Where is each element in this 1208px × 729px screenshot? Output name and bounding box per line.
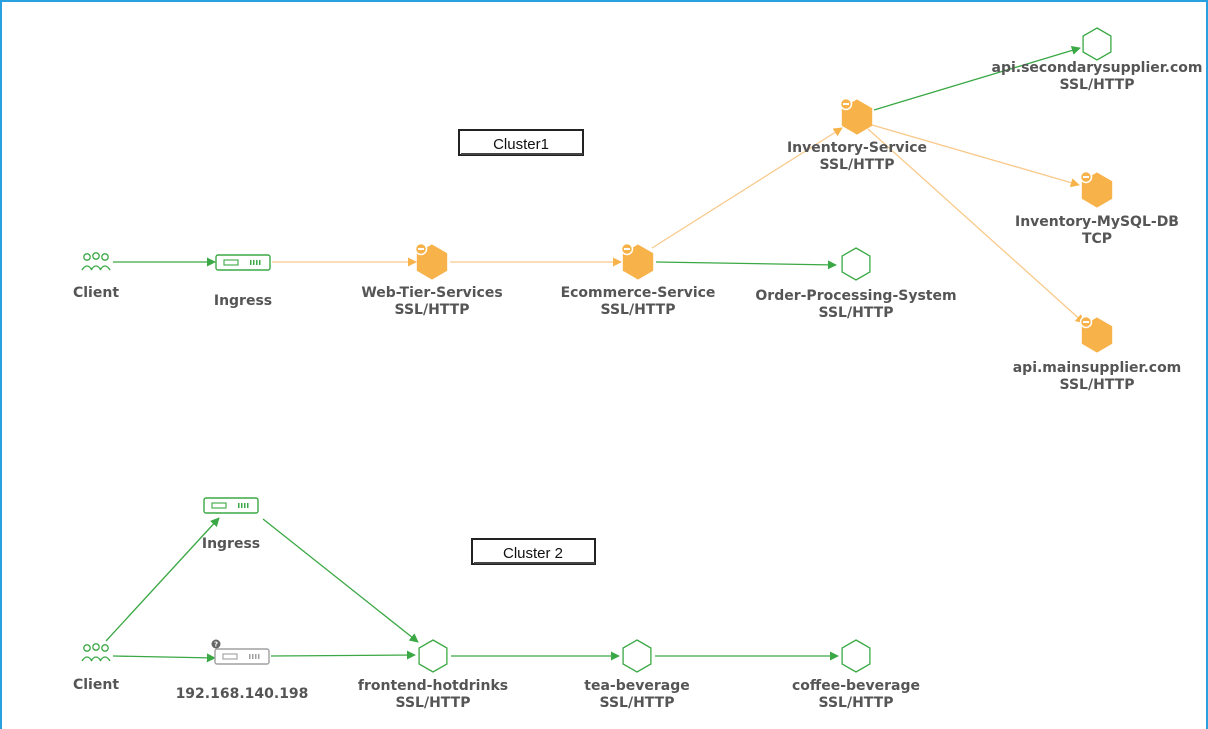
edge-ingress2-to-front[interactable] <box>262 518 419 643</box>
edge-ecom-to-inv[interactable] <box>651 127 843 249</box>
edge-client2-to-ip[interactable] <box>112 653 216 663</box>
node-protocol-label: SSL/HTTP <box>820 157 895 173</box>
node-ip[interactable]: ? 192.168.140.198 <box>176 639 309 703</box>
service-hexagon-icon <box>841 639 871 673</box>
node-name-label: Inventory-Service <box>787 140 927 156</box>
service-hexagon-icon <box>1082 27 1112 61</box>
node-protocol-label: SSL/HTTP <box>395 302 470 318</box>
node-protocol-label: SSL/HTTP <box>819 305 894 321</box>
node-name-label: 192.168.140.198 <box>176 686 309 702</box>
ingress-icon <box>203 497 259 514</box>
service-hexagon-icon <box>839 97 873 135</box>
edge-inv-to-secsup[interactable] <box>873 46 1081 111</box>
node-name-label: Client <box>73 285 119 301</box>
cluster-1-title: Cluster1 <box>458 129 584 156</box>
edge-inv-to-mysql[interactable] <box>871 124 1080 188</box>
node-client2[interactable]: Client <box>73 643 119 693</box>
node-protocol-label: SSL/HTTP <box>1060 77 1135 93</box>
node-name-label: coffee-beverage <box>792 678 920 694</box>
node-name-label: api.secondarysupplier.com <box>992 60 1203 76</box>
node-ingress2[interactable]: Ingress <box>202 497 260 552</box>
edge-client2-to-ingress2[interactable] <box>105 517 220 642</box>
service-hexagon-icon <box>620 242 654 280</box>
ingress-icon: ? <box>211 639 270 665</box>
edges-layer <box>105 46 1085 663</box>
node-protocol-label: SSL/HTTP <box>1060 377 1135 393</box>
cluster-1-title-text: Cluster1 <box>493 136 549 153</box>
service-hexagon-icon <box>622 639 652 673</box>
node-name-label: tea-beverage <box>584 678 689 694</box>
node-protocol-label: TCP <box>1082 231 1112 247</box>
service-hexagon-icon <box>1079 315 1113 353</box>
ingress-icon <box>215 254 271 271</box>
node-name-label: Order-Processing-System <box>755 288 956 304</box>
node-protocol-label: SSL/HTTP <box>819 695 894 711</box>
node-name-label: frontend-hotdrinks <box>358 678 508 694</box>
cluster-2-title: Cluster 2 <box>471 538 596 565</box>
node-name-label: Ecommerce-Service <box>561 285 716 301</box>
node-name-label: api.mainsupplier.com <box>1013 360 1182 376</box>
svg-text:?: ? <box>214 641 218 649</box>
edge-ip-to-front[interactable] <box>270 650 416 660</box>
service-hexagon-icon <box>414 242 448 280</box>
service-hexagon-icon <box>418 639 448 673</box>
node-name-label: Ingress <box>214 293 272 309</box>
node-name-label: Web-Tier-Services <box>361 285 502 301</box>
service-hexagon-icon <box>841 247 871 281</box>
node-name-label: Client <box>73 677 119 693</box>
node-name-label: Inventory-MySQL-DB <box>1015 214 1179 230</box>
users-icon <box>81 252 111 271</box>
edge-inv-to-mainsup[interactable] <box>867 128 1085 324</box>
node-protocol-label: SSL/HTTP <box>396 695 471 711</box>
cluster-2-title-text: Cluster 2 <box>503 545 563 562</box>
node-protocol-label: SSL/HTTP <box>601 302 676 318</box>
node-ingress1[interactable]: Ingress <box>214 254 272 309</box>
edge-ecom-to-order[interactable] <box>655 260 837 270</box>
node-client1[interactable]: Client <box>73 252 119 301</box>
node-protocol-label: SSL/HTTP <box>600 695 675 711</box>
node-name-label: Ingress <box>202 536 260 552</box>
users-icon <box>81 643 111 662</box>
service-hexagon-icon <box>1079 170 1113 208</box>
